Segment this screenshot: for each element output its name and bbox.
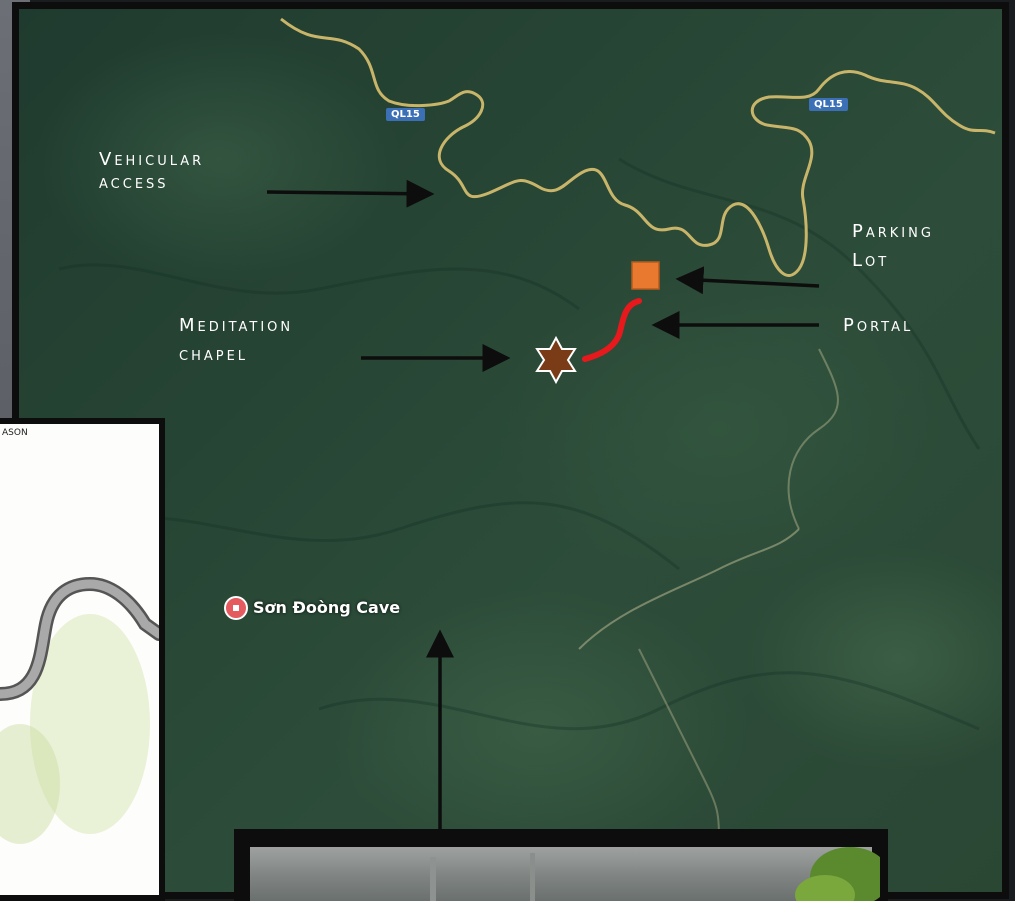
satellite-map[interactable]: QL15 QL15 Vehicular access Parking Lot P… (12, 2, 1009, 899)
parking-lot-marker[interactable] (631, 261, 660, 290)
map-pin-icon[interactable] (224, 596, 248, 620)
side-road (638, 648, 720, 850)
label-parking-lot: Parking Lot (852, 220, 934, 273)
inset-photo-foliage (430, 847, 880, 901)
label-parking-lot-line1: Parking (852, 221, 934, 242)
inset-map-left (0, 418, 165, 901)
terrain-texture (58, 157, 981, 731)
cave-label[interactable]: Sơn Đoòng Cave (253, 598, 401, 617)
label-vehicular-access-line2: access (99, 172, 169, 194)
side-road (787, 348, 839, 530)
label-meditation-chapel-line2: chapel (179, 344, 249, 366)
side-road (578, 528, 800, 650)
label-meditation-chapel: Meditation chapel (179, 314, 293, 367)
label-vehicular-access-line1: Vehicular (99, 149, 205, 170)
meditation-chapel-marker[interactable] (535, 335, 577, 385)
arrow-parking-lot (675, 266, 820, 295)
inset-left-note: ASON (2, 428, 28, 438)
inset-photo-bottom (234, 829, 888, 901)
road-badge-ql15-right: QL15 (809, 98, 848, 111)
trail-path (582, 298, 642, 362)
arrow-vehicular-access (266, 179, 435, 208)
label-parking-lot-line2: Lot (852, 250, 890, 272)
road-ql15 (280, 17, 996, 277)
map-overlay (58, 17, 996, 850)
label-vehicular-access: Vehicular access (99, 148, 204, 195)
inset-photo-image (250, 847, 880, 901)
label-portal: Portal (843, 315, 914, 336)
label-meditation-chapel-line1: Meditation (179, 315, 294, 336)
road-badge-ql15-left: QL15 (386, 108, 425, 121)
inset-left-drawing (0, 576, 159, 844)
